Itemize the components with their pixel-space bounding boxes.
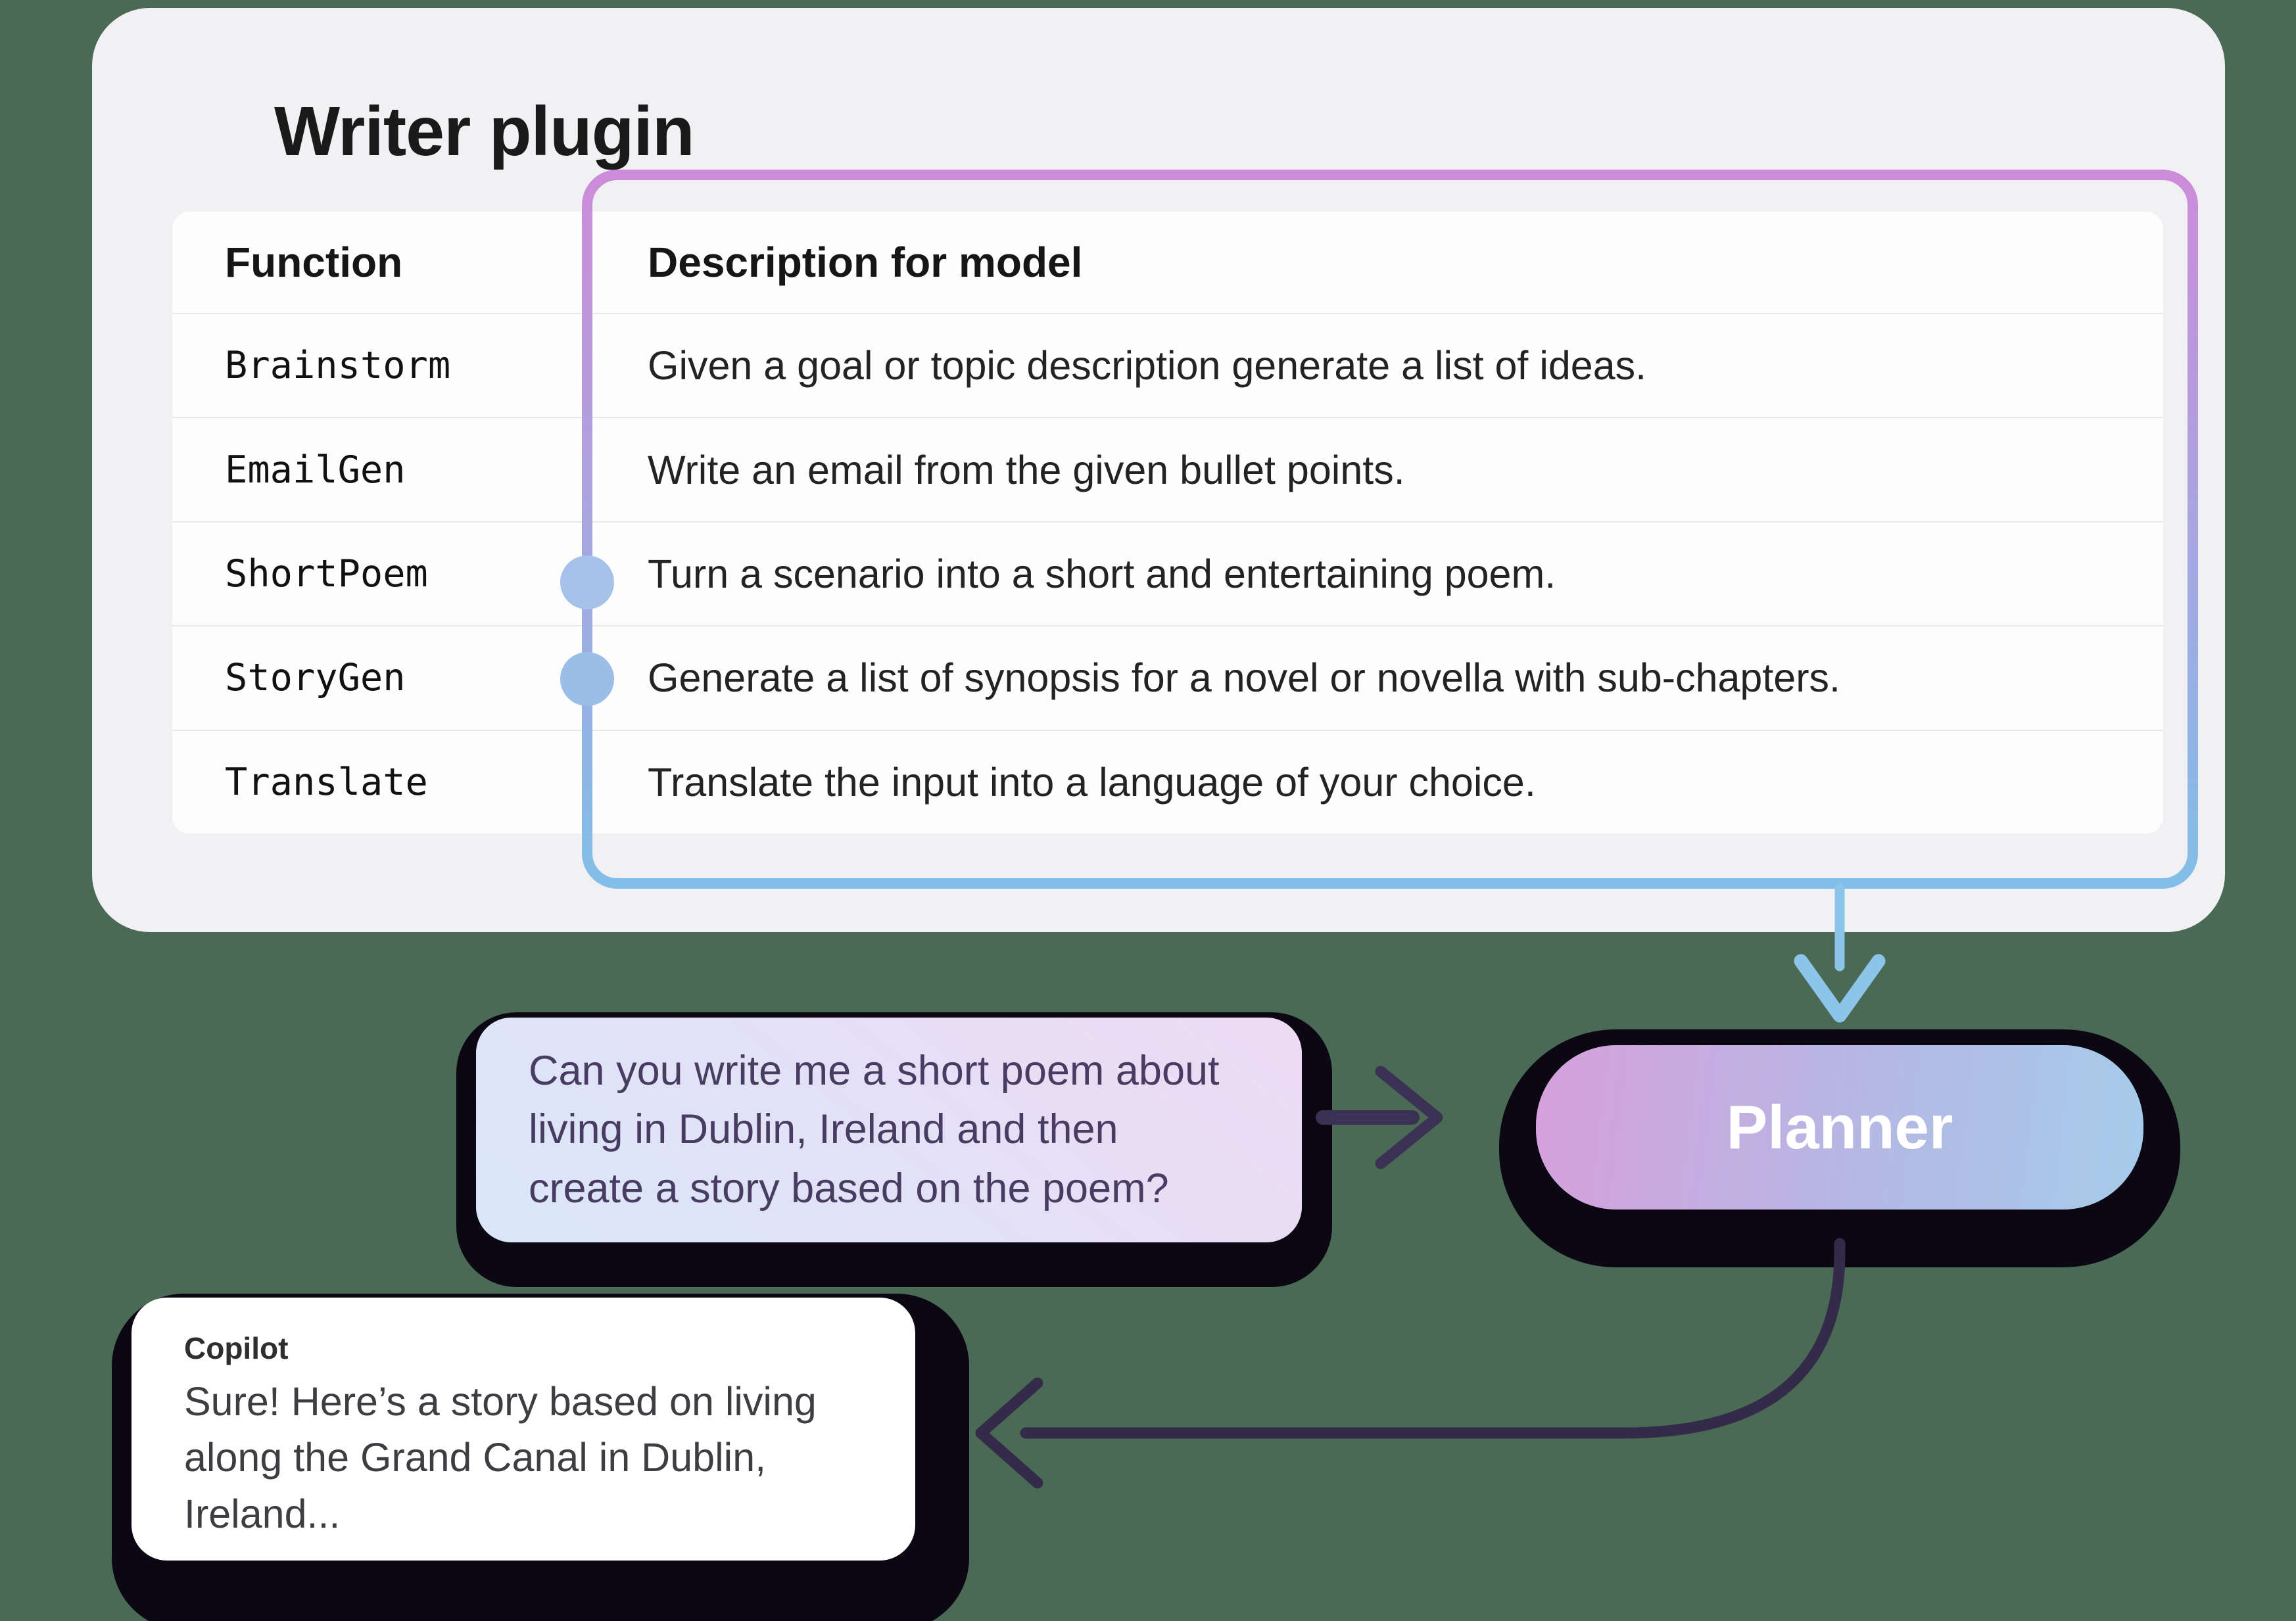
function-name: EmailGen — [225, 448, 406, 492]
copilot-label: Copilot — [184, 1331, 289, 1365]
copilot-message-text: Sure! Here’s a story based on living alo… — [184, 1379, 817, 1536]
copilot-message-bubble: Copilot Sure! Here’s a story based on li… — [132, 1298, 915, 1561]
function-description: Write an email from the given bullet poi… — [648, 447, 1405, 492]
function-description: Translate the input into a language of y… — [648, 759, 1536, 805]
function-name: Translate — [225, 760, 428, 804]
function-name: Brainstorm — [225, 344, 451, 388]
plugin-title: Writer plugin — [274, 93, 695, 170]
table-row-storygen: StoryGen Generate a list of synopsis for… — [172, 625, 2163, 729]
table-header-row: Function Description for model — [172, 212, 2163, 313]
function-description: Generate a list of synopsis for a novel … — [648, 655, 1840, 701]
function-name: StoryGen — [225, 656, 406, 700]
table-row-emailgen: EmailGen Write an email from the given b… — [172, 417, 2163, 521]
table-row-translate: Translate Translate the input into a lan… — [172, 729, 2163, 834]
function-description: Given a goal or topic description genera… — [648, 343, 1647, 388]
function-name: ShortPoem — [225, 552, 428, 596]
table-row-shortpoem: ShortPoem Turn a scenario into a short a… — [172, 521, 2163, 625]
user-message-bubble: Can you write me a short poem about livi… — [476, 1018, 1302, 1242]
planner-label: Planner — [1726, 1092, 1953, 1162]
user-message-text: Can you write me a short poem about livi… — [529, 1047, 1220, 1211]
function-description: Turn a scenario into a short and enterta… — [648, 552, 1556, 597]
planner-to-copilot-arrow-icon — [975, 1238, 1846, 1489]
column-header-description: Description for model — [648, 239, 1083, 286]
planner-node: Planner — [1536, 1045, 2143, 1210]
table-row-brainstorm: Brainstorm Given a goal or topic descrip… — [172, 313, 2163, 417]
user-to-planner-arrow-icon — [1316, 1066, 1443, 1169]
function-table: Function Description for model Brainstor… — [172, 212, 2163, 834]
column-header-function: Function — [225, 239, 403, 286]
